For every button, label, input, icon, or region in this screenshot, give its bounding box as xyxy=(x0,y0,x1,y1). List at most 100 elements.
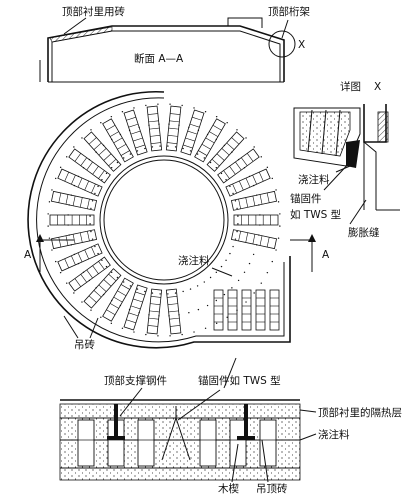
brick-group xyxy=(255,289,266,331)
detail-drawing xyxy=(293,104,400,211)
castable-dot xyxy=(220,172,223,175)
castable-dot xyxy=(157,335,159,337)
brick-group xyxy=(83,131,122,172)
castable-dot xyxy=(193,107,195,109)
castable-dot xyxy=(275,189,277,191)
support-steel xyxy=(237,404,255,440)
brick-group xyxy=(241,289,252,331)
castable-dot xyxy=(253,292,255,294)
castable-dot xyxy=(55,260,57,263)
castable-dot xyxy=(204,111,207,113)
brick-group xyxy=(123,284,148,331)
castable-dot xyxy=(47,225,49,227)
castable-dot xyxy=(223,293,226,296)
castable-dot xyxy=(234,200,237,202)
castable-dot xyxy=(243,167,246,169)
castable-dot xyxy=(101,259,103,262)
castable-dot xyxy=(129,285,132,287)
bottom-support-steels xyxy=(107,404,255,440)
brick-group xyxy=(57,243,103,272)
expansion-joint-label: 膨胀缝 xyxy=(348,226,380,239)
brick-group xyxy=(233,214,279,226)
castable-dot xyxy=(225,178,227,181)
castable-dot xyxy=(122,281,125,283)
castable-dot xyxy=(158,315,160,317)
brick-group xyxy=(83,268,122,309)
castable-dot xyxy=(51,189,53,191)
castable-dot xyxy=(90,207,92,210)
castable-dot xyxy=(203,281,206,283)
castable-dot xyxy=(259,224,261,226)
brick-group xyxy=(206,131,245,172)
hanging-brick xyxy=(199,419,217,467)
brick-group xyxy=(269,289,280,331)
brick-group xyxy=(165,105,182,152)
castable-dot xyxy=(145,333,147,336)
castable-dot xyxy=(229,252,231,255)
tws-anchor-shape xyxy=(161,406,191,461)
castable-dot xyxy=(102,144,105,147)
castable-dot xyxy=(181,333,183,336)
top-truss-label: 顶部桁架 xyxy=(268,5,310,18)
castable-dot xyxy=(48,201,51,203)
castable-dot xyxy=(95,151,97,153)
castable-dot xyxy=(178,314,180,316)
castable-dot xyxy=(138,126,140,128)
brick-group xyxy=(227,289,238,331)
truss-leader xyxy=(281,19,289,39)
castable-dot xyxy=(271,177,273,180)
castable-dot xyxy=(260,156,262,158)
brick-group xyxy=(146,105,163,152)
castable-dot xyxy=(181,104,183,107)
plan-view: A A 浇注料 吊砖 xyxy=(24,90,330,351)
hanging-brick xyxy=(77,419,95,467)
brick-group xyxy=(217,148,260,184)
castable-dot xyxy=(136,288,139,290)
castable-dot xyxy=(215,166,218,169)
castable-dot xyxy=(91,200,94,202)
castable-dot xyxy=(266,166,269,169)
castable-dot xyxy=(70,244,72,246)
castable-dot xyxy=(66,282,68,284)
castable-dot xyxy=(68,204,70,206)
castable-dot xyxy=(234,238,237,240)
castable-dot xyxy=(151,146,154,148)
castable-dot xyxy=(279,225,281,227)
detail-anchor-leader xyxy=(323,159,353,191)
castable-dot xyxy=(94,192,96,195)
castable-dot xyxy=(122,157,125,159)
castable-dot xyxy=(110,166,113,169)
castable-dot xyxy=(88,158,91,161)
brick-group xyxy=(180,109,205,156)
castable-dot xyxy=(196,153,199,155)
castable-dot xyxy=(144,147,146,150)
castable-dot xyxy=(188,126,190,128)
castable-dot xyxy=(197,308,200,311)
castable-dot xyxy=(252,253,255,256)
castable-dot xyxy=(158,123,160,125)
castable-dot xyxy=(168,123,170,125)
castable-dot xyxy=(258,234,260,236)
castable-dot xyxy=(66,156,68,158)
castable-dot xyxy=(260,282,262,284)
castable-dot xyxy=(73,184,76,187)
castable-dot xyxy=(232,192,234,195)
brick-group xyxy=(123,109,148,156)
brick-group xyxy=(57,168,103,197)
castable-dot xyxy=(82,271,85,273)
castable-dot xyxy=(128,308,131,311)
castable-dot xyxy=(90,230,92,233)
castable-dot xyxy=(182,147,184,150)
castable-dot xyxy=(110,271,113,274)
castable-dot xyxy=(237,279,240,282)
castable-dot xyxy=(225,259,227,262)
castable-dot xyxy=(206,133,209,136)
detail-castable-label: 浇注料 xyxy=(298,173,330,186)
castable-dot xyxy=(271,260,273,263)
hanging-roof-brick-leader xyxy=(261,439,269,483)
castable-dot xyxy=(252,184,255,187)
hanging-brick xyxy=(137,419,155,467)
castable-dot xyxy=(148,124,150,126)
castable-dot xyxy=(248,262,251,265)
